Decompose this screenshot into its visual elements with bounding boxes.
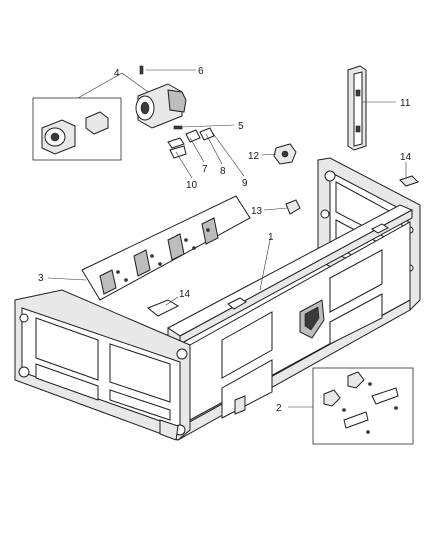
pad-part-14	[147, 175, 419, 317]
callout-13: 13	[251, 206, 263, 217]
callout-4: 4	[114, 68, 120, 79]
callout-12: 12	[248, 151, 260, 162]
callout-14-middle: 14	[179, 289, 191, 300]
callout-5: 5	[238, 121, 244, 132]
callout-7: 7	[202, 164, 208, 175]
lock-detail-inset	[32, 97, 122, 161]
callout-6: 6	[198, 66, 204, 77]
callout-8: 8	[220, 166, 226, 177]
clips-group	[167, 127, 215, 159]
callout-3: 3	[38, 273, 44, 284]
callout-labels: 1 2 3 4 5 6 7 8 9 10 11 12 13 14 14	[38, 66, 412, 414]
callout-14-top: 14	[400, 152, 412, 163]
callout-2: 2	[276, 403, 282, 414]
bed-extender	[14, 157, 421, 441]
knob-part-12	[273, 143, 297, 165]
hardware-inset-part-2	[312, 367, 414, 445]
callout-9: 9	[242, 178, 248, 189]
hinge-panel-part-3	[81, 195, 251, 301]
callout-1: 1	[268, 232, 274, 243]
plug-part-13	[285, 199, 301, 215]
leader-lines	[47, 69, 407, 408]
callout-10: 10	[186, 180, 198, 191]
callout-11: 11	[400, 98, 411, 109]
bracket-part-11	[347, 65, 367, 151]
lock-cylinder	[135, 65, 187, 130]
